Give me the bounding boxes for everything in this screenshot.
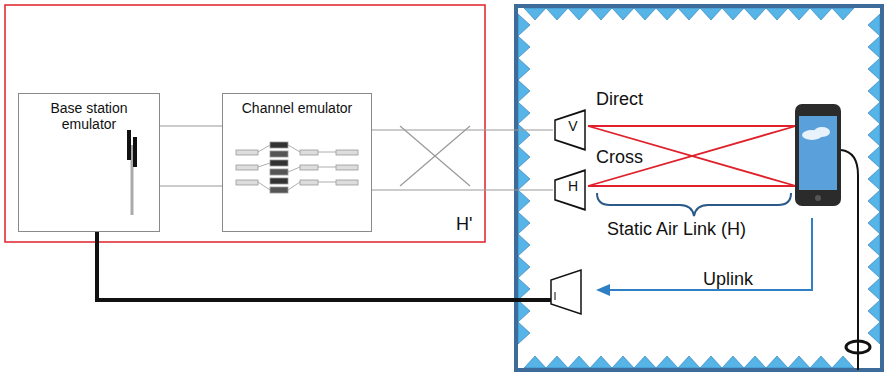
- absorber-cone: [700, 8, 722, 20]
- anechoic-chamber: [516, 6, 882, 370]
- absorber-cone: [868, 256, 880, 278]
- absorber-cone: [518, 278, 530, 300]
- absorber-cone: [744, 356, 766, 368]
- absorber-cone: [868, 168, 880, 190]
- absorber-cone: [612, 356, 634, 368]
- air-link-lines: [588, 126, 796, 186]
- absorber-cone: [612, 8, 634, 20]
- base-station-box: Base station emulator: [18, 93, 160, 232]
- absorber-cone: [868, 300, 880, 322]
- absorber-cone: [546, 356, 568, 368]
- crossover-lines: [400, 126, 470, 186]
- absorber-cone: [568, 8, 590, 20]
- absorber-cone: [810, 8, 832, 20]
- absorber-cone: [788, 8, 810, 20]
- signal-line: [160, 125, 222, 126]
- absorber-cone: [868, 102, 880, 124]
- absorber-cone: [656, 356, 678, 368]
- absorber-cone: [868, 146, 880, 168]
- channel-emulator-icon: [236, 142, 358, 193]
- phone-cable: [841, 150, 858, 370]
- absorber-cone: [678, 8, 700, 20]
- absorber-cone: [868, 190, 880, 212]
- signal-line: [372, 189, 553, 190]
- channel-emulator-box: Channel emulator: [222, 93, 372, 232]
- node-label: V: [553, 109, 587, 143]
- node-label: H: [553, 169, 587, 203]
- absorber-cone: [868, 234, 880, 256]
- arrowhead: [596, 284, 610, 296]
- brace: [597, 193, 791, 216]
- absorber-cone: [766, 8, 788, 20]
- absorber-cone: [518, 256, 530, 278]
- system-outline: [5, 5, 485, 242]
- path-label: Cross: [596, 147, 643, 168]
- horn-feed: [555, 292, 556, 300]
- absorber-cone: [868, 278, 880, 300]
- absorber-cone: [810, 356, 832, 368]
- absorber-cones: [518, 8, 880, 368]
- signal-line: [160, 185, 222, 186]
- uplink-arrow: [606, 218, 812, 290]
- absorber-cone: [868, 212, 880, 234]
- absorber-cone: [868, 124, 880, 146]
- absorber-cone: [518, 14, 530, 36]
- absorber-cone: [546, 8, 568, 20]
- absorber-cone: [518, 36, 530, 58]
- absorber-cone: [788, 356, 810, 368]
- absorber-cone: [722, 356, 744, 368]
- absorber-cone: [518, 58, 530, 80]
- absorber-cone: [590, 356, 612, 368]
- absorber-cone: [678, 356, 700, 368]
- absorber-cone: [568, 356, 590, 368]
- absorber-cone: [700, 356, 722, 368]
- absorber-cone: [766, 356, 788, 368]
- absorber-cone: [518, 212, 530, 234]
- signal-line: [372, 129, 553, 130]
- absorber-cone: [518, 124, 530, 146]
- uplink-cable: [97, 232, 553, 300]
- absorber-cone: [868, 36, 880, 58]
- absorber-cone: [518, 300, 530, 322]
- absorber-cone: [518, 322, 530, 344]
- absorber-cone: [656, 8, 678, 20]
- air-link-label: Static Air Link (H): [607, 219, 746, 240]
- absorber-cone: [518, 234, 530, 256]
- path-label: Direct: [596, 89, 643, 110]
- node-label: Channel emulator: [223, 94, 371, 116]
- absorber-cone: [868, 14, 880, 36]
- absorber-cone: [518, 80, 530, 102]
- absorber-cone: [832, 356, 854, 368]
- absorber-cone: [634, 8, 656, 20]
- absorber-cone: [518, 168, 530, 190]
- absorber-cone: [590, 8, 612, 20]
- absorber-cone: [722, 8, 744, 20]
- absorber-cone: [634, 356, 656, 368]
- uplink-horn: [551, 270, 581, 314]
- channel-matrix-label: H': [456, 214, 472, 235]
- ferrite-ring: [846, 341, 870, 353]
- node-label: Base station emulator: [19, 94, 159, 132]
- antenna-icon: [127, 130, 137, 215]
- absorber-cone: [524, 356, 546, 368]
- horn-antenna: V: [553, 109, 587, 151]
- phone: [795, 104, 841, 206]
- horn-antenna: H: [553, 169, 587, 211]
- absorber-cone: [868, 322, 880, 344]
- absorber-cone: [744, 8, 766, 20]
- absorber-cone: [524, 8, 546, 20]
- absorber-cone: [518, 190, 530, 212]
- absorber-cone: [518, 146, 530, 168]
- absorber-cone: [868, 80, 880, 102]
- uplink-label: Uplink: [703, 269, 753, 290]
- absorber-cone: [832, 8, 854, 20]
- absorber-cone: [518, 102, 530, 124]
- absorber-cone: [868, 58, 880, 80]
